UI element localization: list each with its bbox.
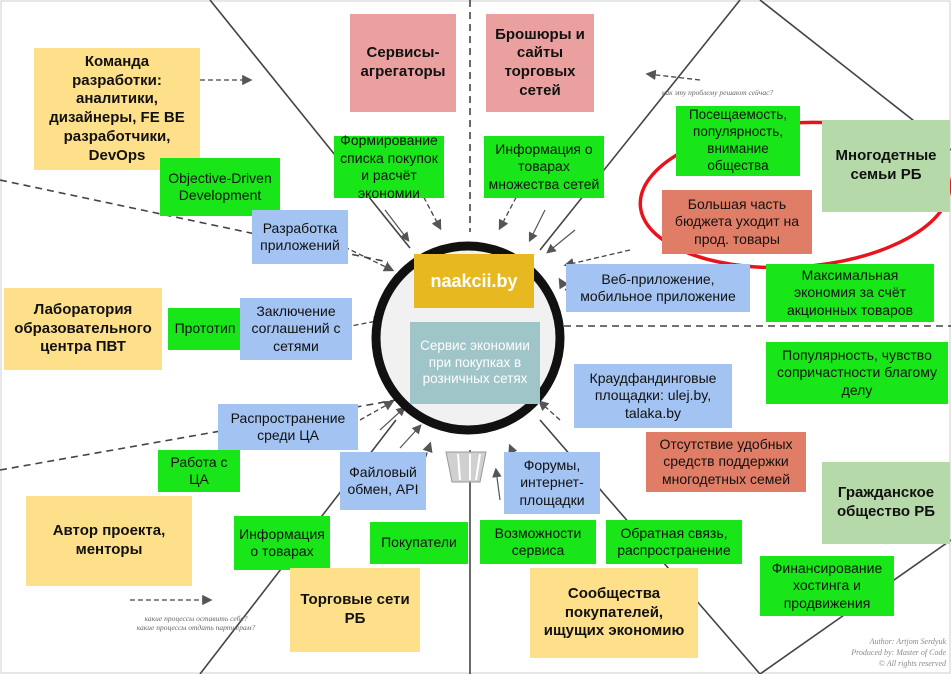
- note-no-tools: Отсутствие удобных средств поддержки мно…: [646, 432, 806, 492]
- note-team: Команда разработки: аналитики, дизайнеры…: [34, 48, 200, 170]
- signature-author: Author: Artjom Serdyuk: [869, 637, 946, 646]
- note-feedback: Обратная связь, распространение: [606, 520, 742, 564]
- note-civil-society: Гражданское общество РБ: [822, 462, 950, 544]
- note-goods-info: Информация о товарах: [234, 516, 330, 570]
- note-goods-info-many: Информация о товарах множества сетей: [484, 136, 604, 198]
- note-aggregators: Сервисы-агрегаторы: [350, 14, 456, 112]
- note-retail: Торговые сети РБ: [290, 568, 420, 652]
- note-prototype: Прототип: [168, 308, 242, 350]
- note-lab: Лаборатория образовательного центра ПВТ: [4, 288, 162, 370]
- note-work-ta: Работа с ЦА: [158, 450, 240, 492]
- note-brochures: Брошюры и сайты торговых сетей: [486, 14, 594, 112]
- brand-label: naakcii.by: [414, 254, 534, 308]
- note-web-app: Веб-приложение, мобильное приложение: [566, 264, 750, 312]
- note-crowdfunding: Краудфандинговые площадки: ulej.by, tala…: [574, 364, 732, 428]
- note-service-features: Возможности сервиса: [480, 520, 596, 564]
- note-communities: Сообщества покупателей, ищущих экономию: [530, 568, 698, 658]
- note-shopping-list: Формирование списка покупок и расчёт эко…: [334, 132, 444, 201]
- note-app-dev: Разработка приложений: [252, 210, 348, 264]
- note-author: Автор проекта, менторы: [26, 496, 192, 586]
- note-buyers: Покупатели: [370, 522, 468, 564]
- note-large-families: Многодетные семьи РБ: [822, 120, 950, 212]
- note-spread-ta: Распространение среди ЦА: [218, 404, 358, 450]
- signature: Author: Artjom Serdyuk Produced by: Mast…: [800, 636, 946, 669]
- signature-rights: © All rights reserved: [878, 659, 946, 668]
- signature-producer: Produced by: Master of Code: [851, 648, 946, 657]
- note-forums: Форумы, интернет-площадки: [504, 452, 600, 514]
- question-top-right: как эту проблему решают сейчас?: [662, 88, 774, 97]
- note-budget: Большая часть бюджета уходит на прод. то…: [662, 190, 812, 254]
- note-odd: Objective-Driven Development: [160, 158, 280, 216]
- note-hosting: Финансирование хостинга и продвижения: [760, 556, 894, 616]
- service-description: Сервис экономии при покупках в розничных…: [410, 322, 540, 404]
- note-file-api: Файловый обмен, API: [340, 452, 426, 510]
- note-popularity-charity: Популярность, чувство сопричастности бла…: [766, 342, 948, 404]
- note-max-economy: Максимальная экономия за счёт акционных …: [766, 264, 934, 322]
- note-popularity-attention: Посещаемость, популярность, внимание общ…: [676, 106, 800, 176]
- note-agreements: Заключение соглашений с сетями: [240, 298, 352, 360]
- question-bottom-left: какие процессы оставить себе? какие проц…: [136, 614, 256, 632]
